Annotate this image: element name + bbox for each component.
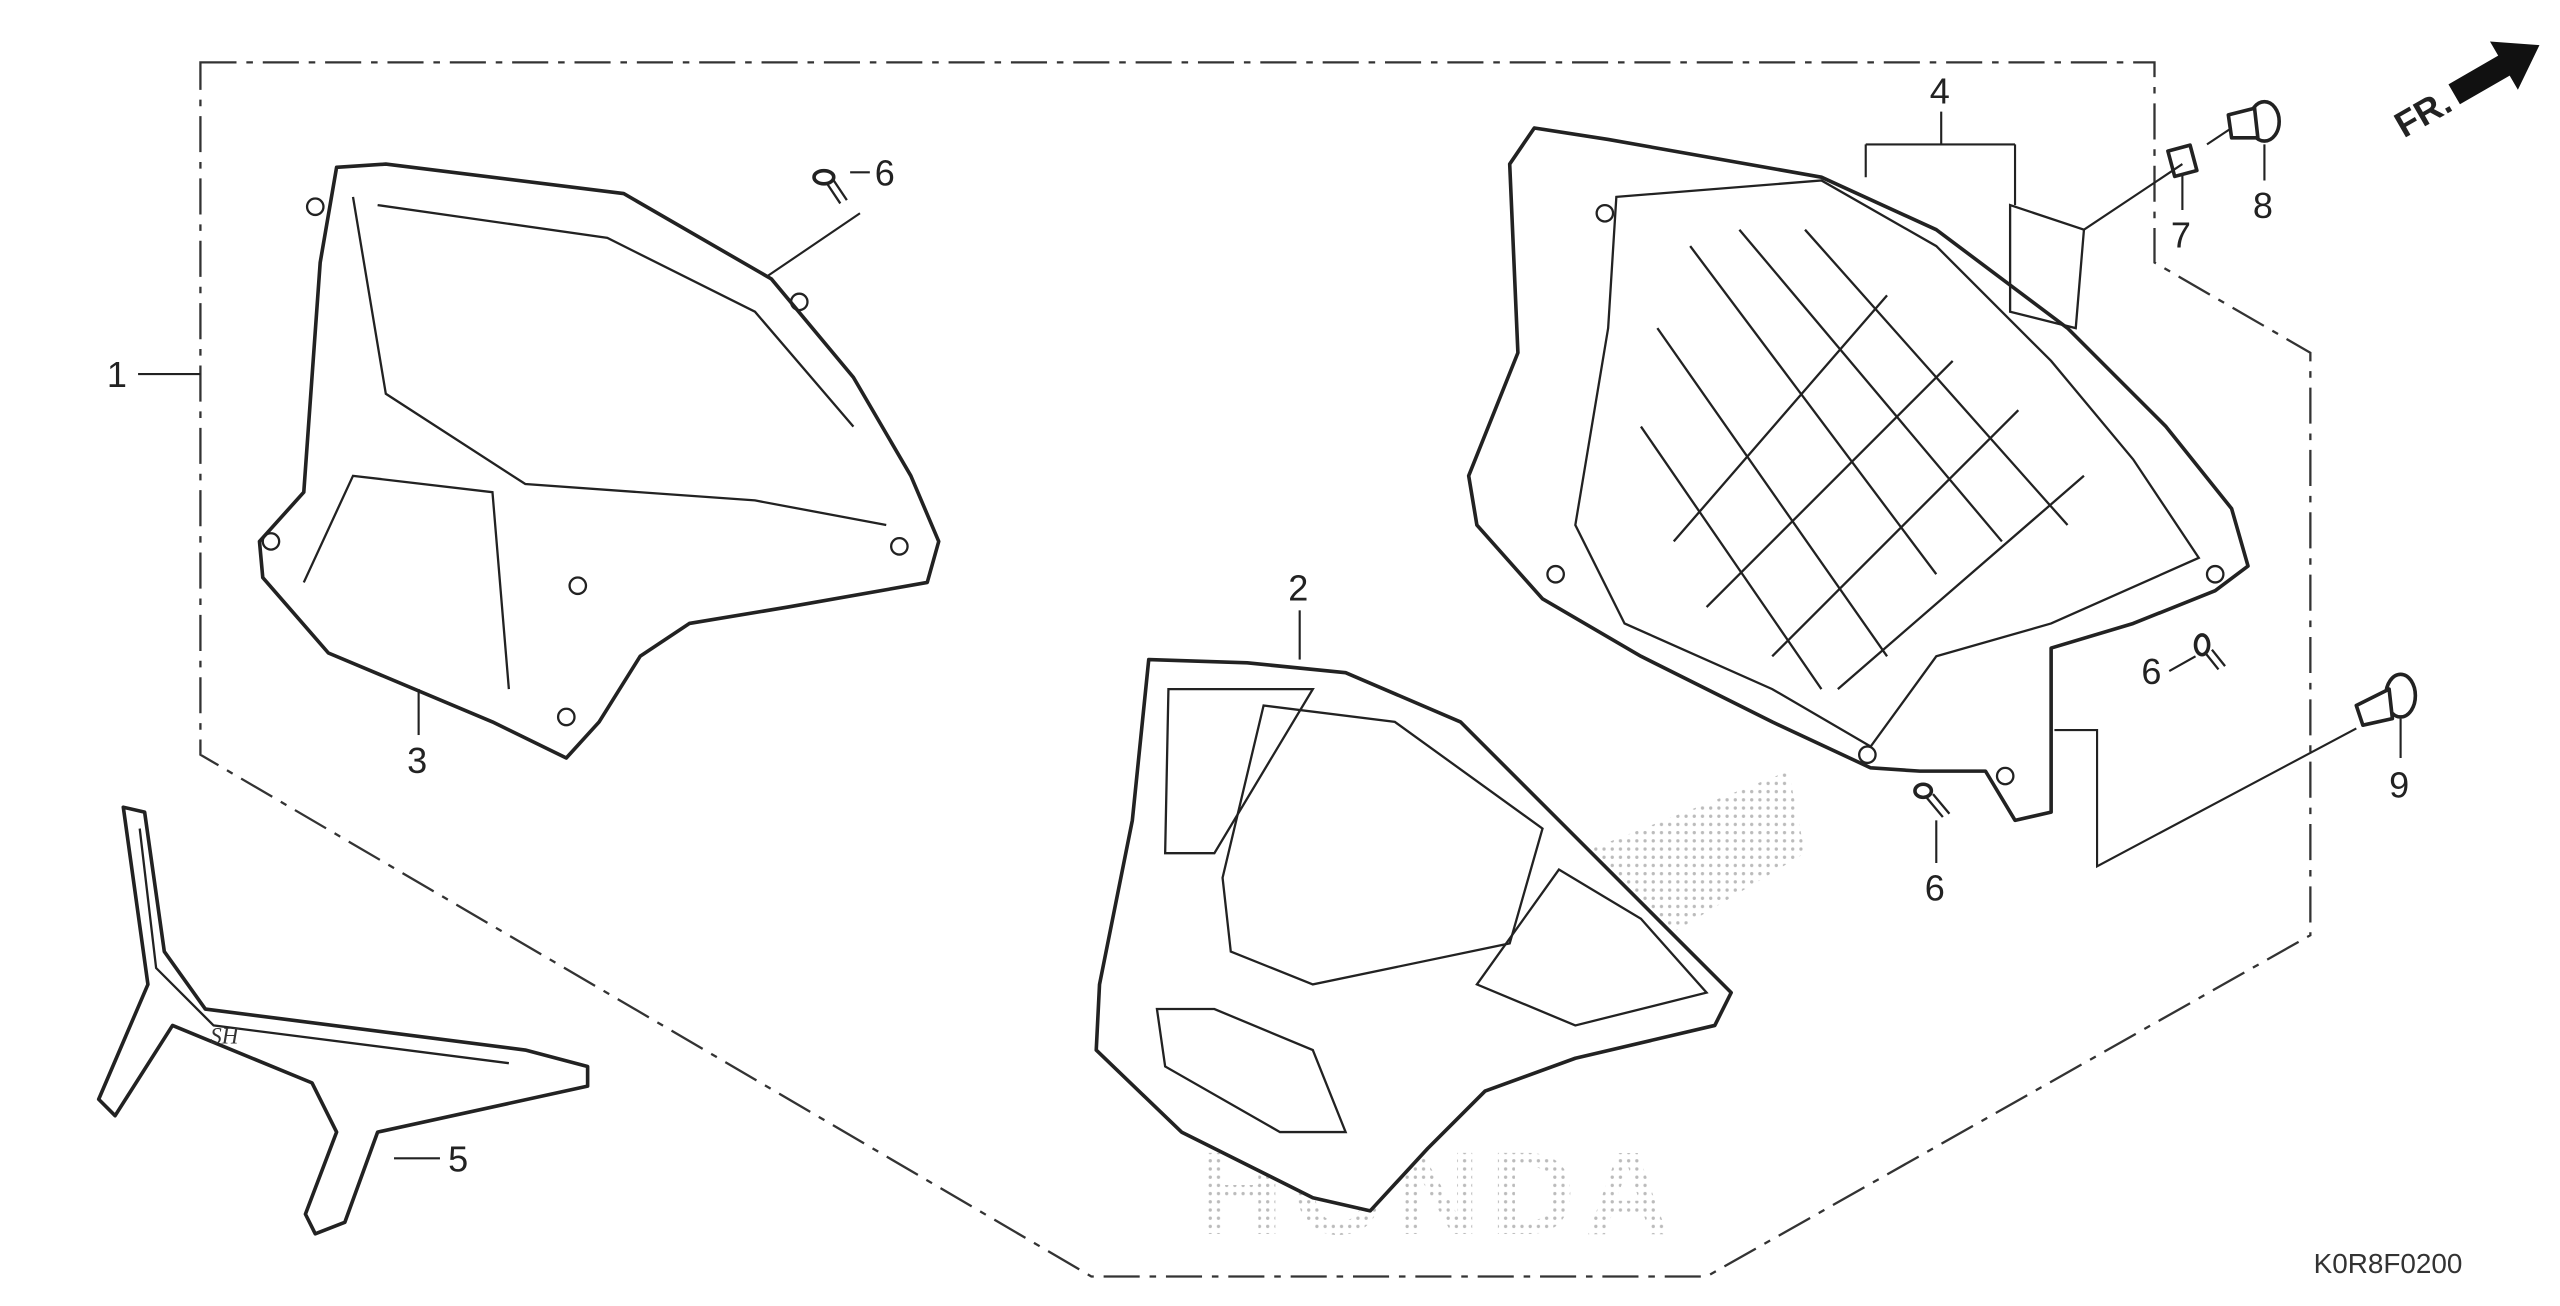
assembly-boundary <box>199 61 2312 1278</box>
part-5-emblem[interactable]: SH <box>96 805 590 1236</box>
callout-2: 2 <box>1288 567 1308 608</box>
callout-8: 8 <box>2253 185 2273 226</box>
part-6-screw-bottom[interactable] <box>1913 782 1951 818</box>
part-4-meter-case[interactable] <box>1466 126 2250 823</box>
part-2-meter-panel[interactable] <box>1094 657 1733 1213</box>
emblem-logo: SH <box>210 1023 239 1048</box>
part-3-meter-lower-cover[interactable] <box>257 162 941 760</box>
callout-6c: 6 <box>1925 868 1945 909</box>
callout-5: 5 <box>448 1138 468 1179</box>
callout-4: 4 <box>1930 70 1950 111</box>
callout-6b: 6 <box>2141 651 2161 692</box>
drawing-code: K0R8F0200 <box>2314 1248 2463 1279</box>
callout-7: 7 <box>2171 215 2191 256</box>
part-8-bolt[interactable] <box>2226 99 2281 143</box>
leader-lines <box>138 111 2402 1160</box>
front-arrow-icon <box>2448 41 2540 105</box>
callout-1: 1 <box>107 354 127 395</box>
part-6-screw-top[interactable] <box>812 168 848 205</box>
front-direction-indicator: FR. <box>2387 41 2540 146</box>
callout-9: 9 <box>2389 764 2409 805</box>
part-6-screw-right[interactable] <box>2193 633 2226 671</box>
callout-6a: 6 <box>875 152 895 193</box>
front-label: FR. <box>2387 81 2458 146</box>
part-9-bolt[interactable] <box>2354 672 2418 727</box>
case-rib-grid <box>1640 228 2085 690</box>
callout-3: 3 <box>407 740 427 781</box>
